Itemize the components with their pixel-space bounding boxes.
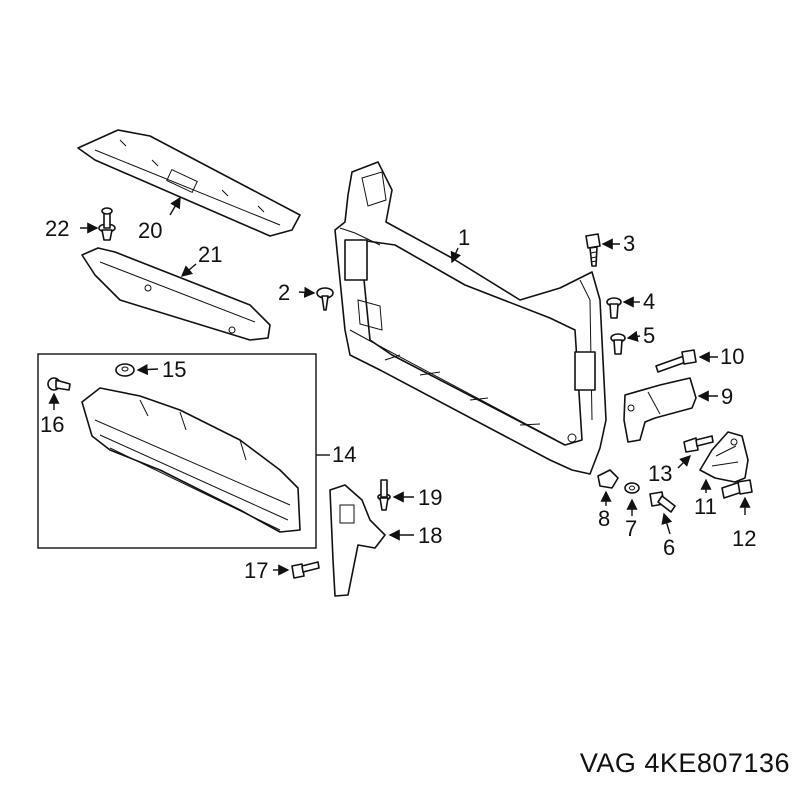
part-19-push-pin — [377, 479, 391, 511]
part-number-label: VAG 4KE807136 — [579, 748, 790, 778]
callout-22: 22 — [45, 216, 69, 241]
callout-15: 15 — [162, 357, 186, 382]
part-13-bolt — [683, 435, 714, 453]
part-1-radiator-support — [334, 161, 607, 475]
part-14-air-deflector — [81, 387, 301, 533]
callout-10: 10 — [720, 344, 744, 369]
leader-lines — [48, 196, 751, 576]
part-5-pin — [610, 333, 626, 355]
part-18-bracket — [329, 484, 386, 597]
part-11-bracket — [699, 431, 749, 483]
callout-9: 9 — [721, 384, 733, 409]
callout-3: 3 — [623, 231, 635, 256]
callout-labels: 1 2 3 4 5 10 9 13 11 12 6 7 8 14 15 16 1… — [40, 216, 756, 583]
callout-4: 4 — [643, 289, 655, 314]
callout-18: 18 — [418, 523, 442, 548]
part-3-bolt — [585, 233, 601, 267]
callout-19: 19 — [418, 485, 442, 510]
callout-12: 12 — [732, 526, 756, 551]
callout-2: 2 — [278, 280, 290, 305]
callout-6: 6 — [663, 535, 675, 560]
callout-1: 1 — [458, 225, 470, 250]
part-9-bracket — [623, 377, 697, 443]
part-2-screw — [316, 287, 334, 311]
callout-16: 16 — [40, 412, 64, 437]
part-20-cover-panel — [77, 129, 301, 237]
group-14-frame — [37, 353, 317, 549]
callout-20: 20 — [138, 218, 162, 243]
part-22-push-clip — [98, 207, 116, 241]
callout-5: 5 — [643, 323, 655, 348]
part-10-bolt — [655, 349, 697, 373]
callout-11: 11 — [694, 494, 717, 519]
part-12-bolt — [721, 479, 753, 499]
callout-7: 7 — [625, 516, 637, 541]
part-16-bolt — [47, 377, 71, 391]
part-6-bolt — [649, 491, 676, 513]
part-8-clip-nut — [597, 469, 619, 489]
callout-14: 14 — [332, 442, 356, 467]
part-17-bolt — [291, 561, 320, 579]
part-4-pin — [606, 297, 622, 319]
part-7-washer — [624, 482, 640, 494]
callout-8: 8 — [598, 506, 610, 531]
callout-13: 13 — [648, 461, 672, 486]
part-15-nut — [115, 363, 135, 377]
callout-17: 17 — [244, 558, 268, 583]
part-21-air-guide — [81, 247, 271, 341]
callout-21: 21 — [198, 242, 222, 267]
